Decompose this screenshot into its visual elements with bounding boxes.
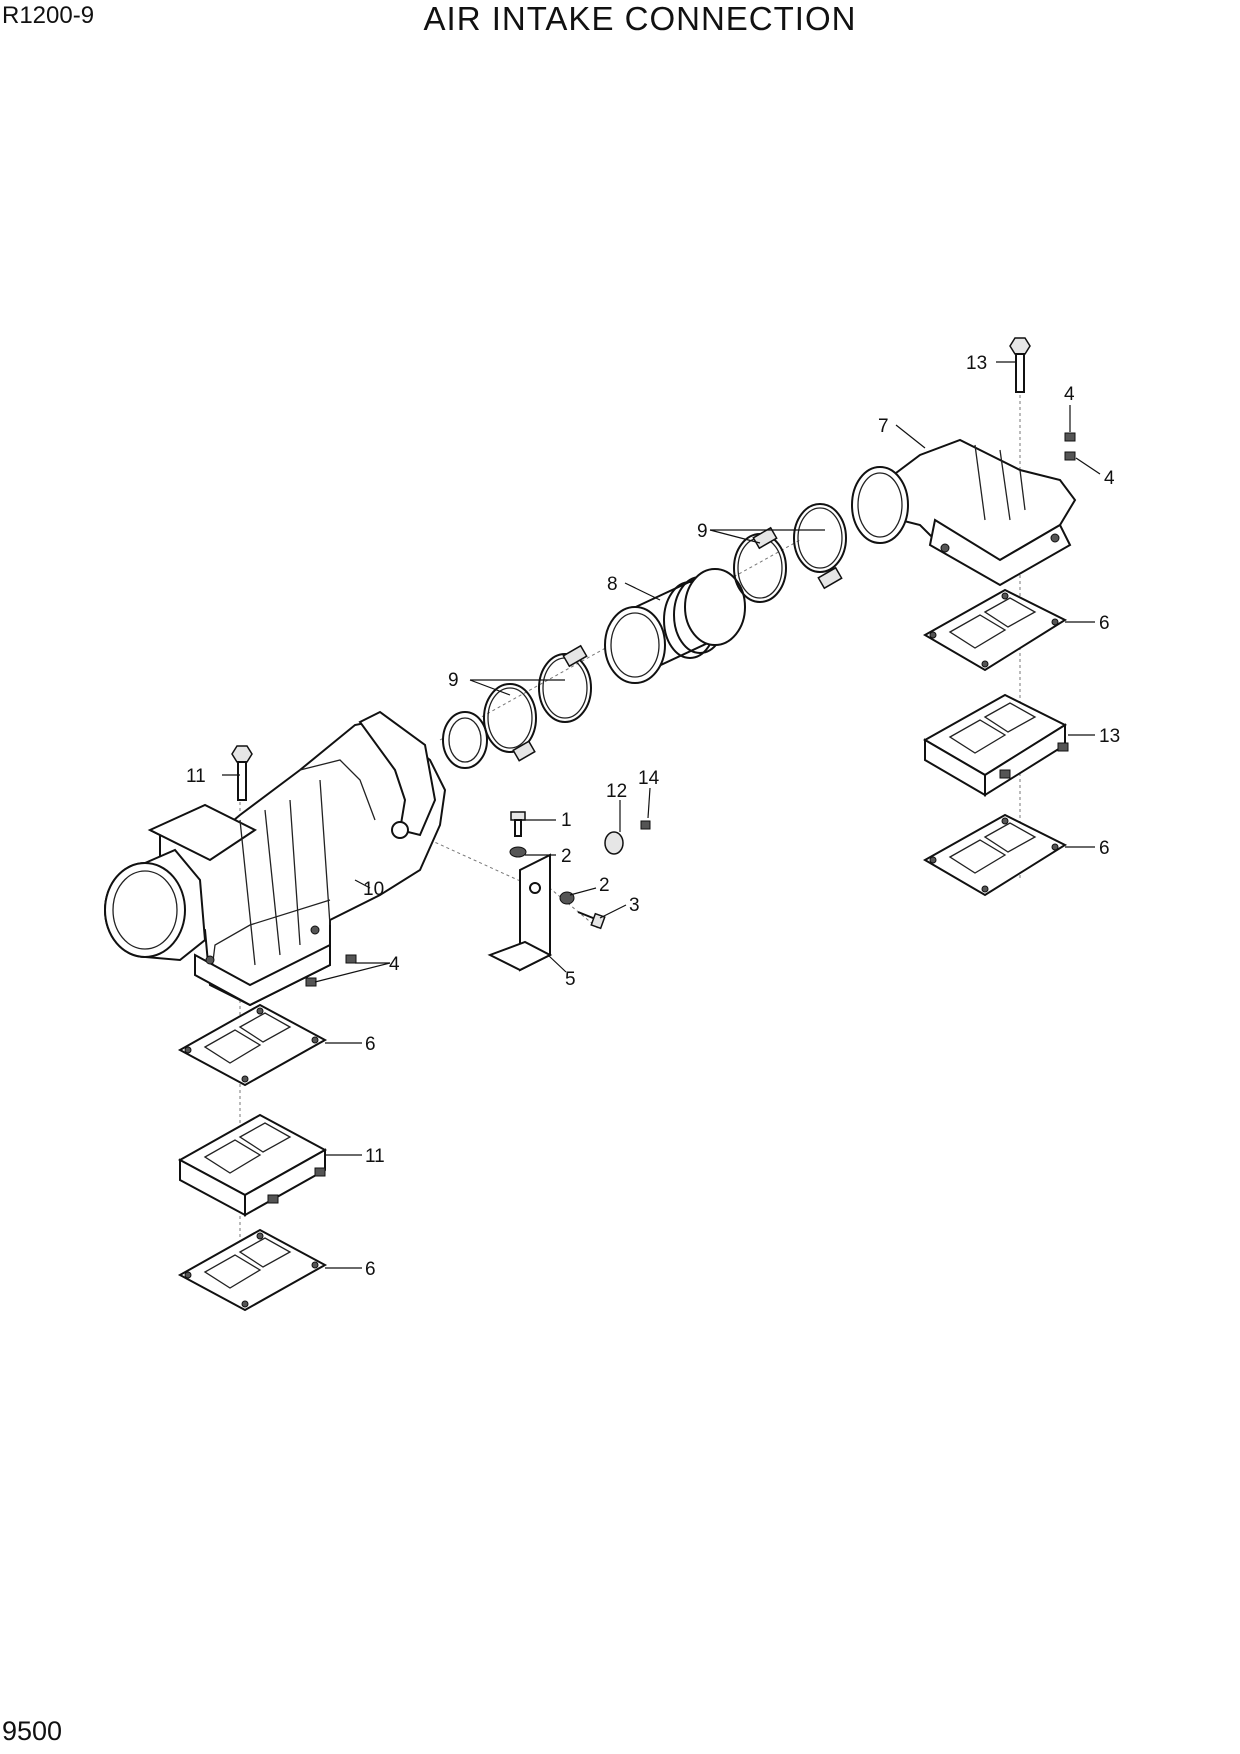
callout-2-lower: 2 [599,875,610,896]
callout-11-right: 13 [966,353,987,374]
hose-clamp-right-b [793,503,847,590]
gasket-left-upper [177,1003,328,1087]
bolt-right [1009,337,1031,393]
callout-13-left: 11 [365,1146,385,1167]
callout-7: 7 [878,416,889,437]
callout-9-right: 9 [697,521,708,542]
page-title: AIR INTAKE CONNECTION [0,0,1240,38]
callout-4-right-lower: 4 [1104,468,1115,489]
hose-clamp-right-a [733,526,787,603]
connecting-hose [604,568,746,684]
callout-4-right-upper: 4 [1064,384,1075,405]
callout-6-left-upper: 6 [365,1034,376,1055]
hose-clamp-left-a [483,683,537,762]
gasket-right-upper [922,588,1068,672]
page-title-text: AIR INTAKE CONNECTION [423,0,857,37]
washer-part-2-upper [509,846,527,858]
callout-9-left: 9 [448,670,459,691]
plug-right-lower [1064,451,1076,461]
plug-left-b [305,977,317,987]
callouts: 13 4 4 7 9 8 6 13 6 9 11 14 12 1 2 2 3 1… [186,353,1120,1280]
callout-13-right: 13 [1099,726,1120,747]
callout-10: 10 [363,879,384,900]
intake-manifold [104,710,488,1007]
plug-part-14 [640,820,651,830]
plug-right-upper [1064,432,1076,442]
spacer-left [177,1113,328,1217]
hose-clamp-left-b [538,644,592,723]
callout-6-left-lower: 6 [365,1259,376,1280]
support-bracket [487,853,553,972]
plug-left-a [345,954,357,964]
callout-4-left: 4 [389,954,400,975]
intake-elbow [851,438,1077,587]
callout-14: 14 [638,768,660,789]
callout-6-right-upper: 6 [1099,613,1110,634]
callout-5: 5 [565,969,576,990]
washer-part-2-lower [559,891,575,905]
spacer-right [922,693,1069,797]
callout-2-upper: 2 [561,846,572,867]
gasket-right-lower [922,813,1068,897]
callout-1: 1 [561,810,572,831]
callout-11-left: 11 [186,766,206,787]
bolt-part-1 [510,811,526,837]
callout-6-right-lower: 6 [1099,838,1110,859]
model-number: R1200-9 [2,2,95,29]
bolt-part-3 [577,911,606,930]
callout-3: 3 [629,895,640,916]
fitting-part-12 [604,831,624,855]
leader-lines [222,361,1101,1269]
bolt-left [231,745,253,801]
callout-12: 12 [606,781,627,802]
page-number: 9500 [2,1716,63,1746]
gasket-left-lower [177,1228,328,1312]
callout-8: 8 [607,574,618,595]
